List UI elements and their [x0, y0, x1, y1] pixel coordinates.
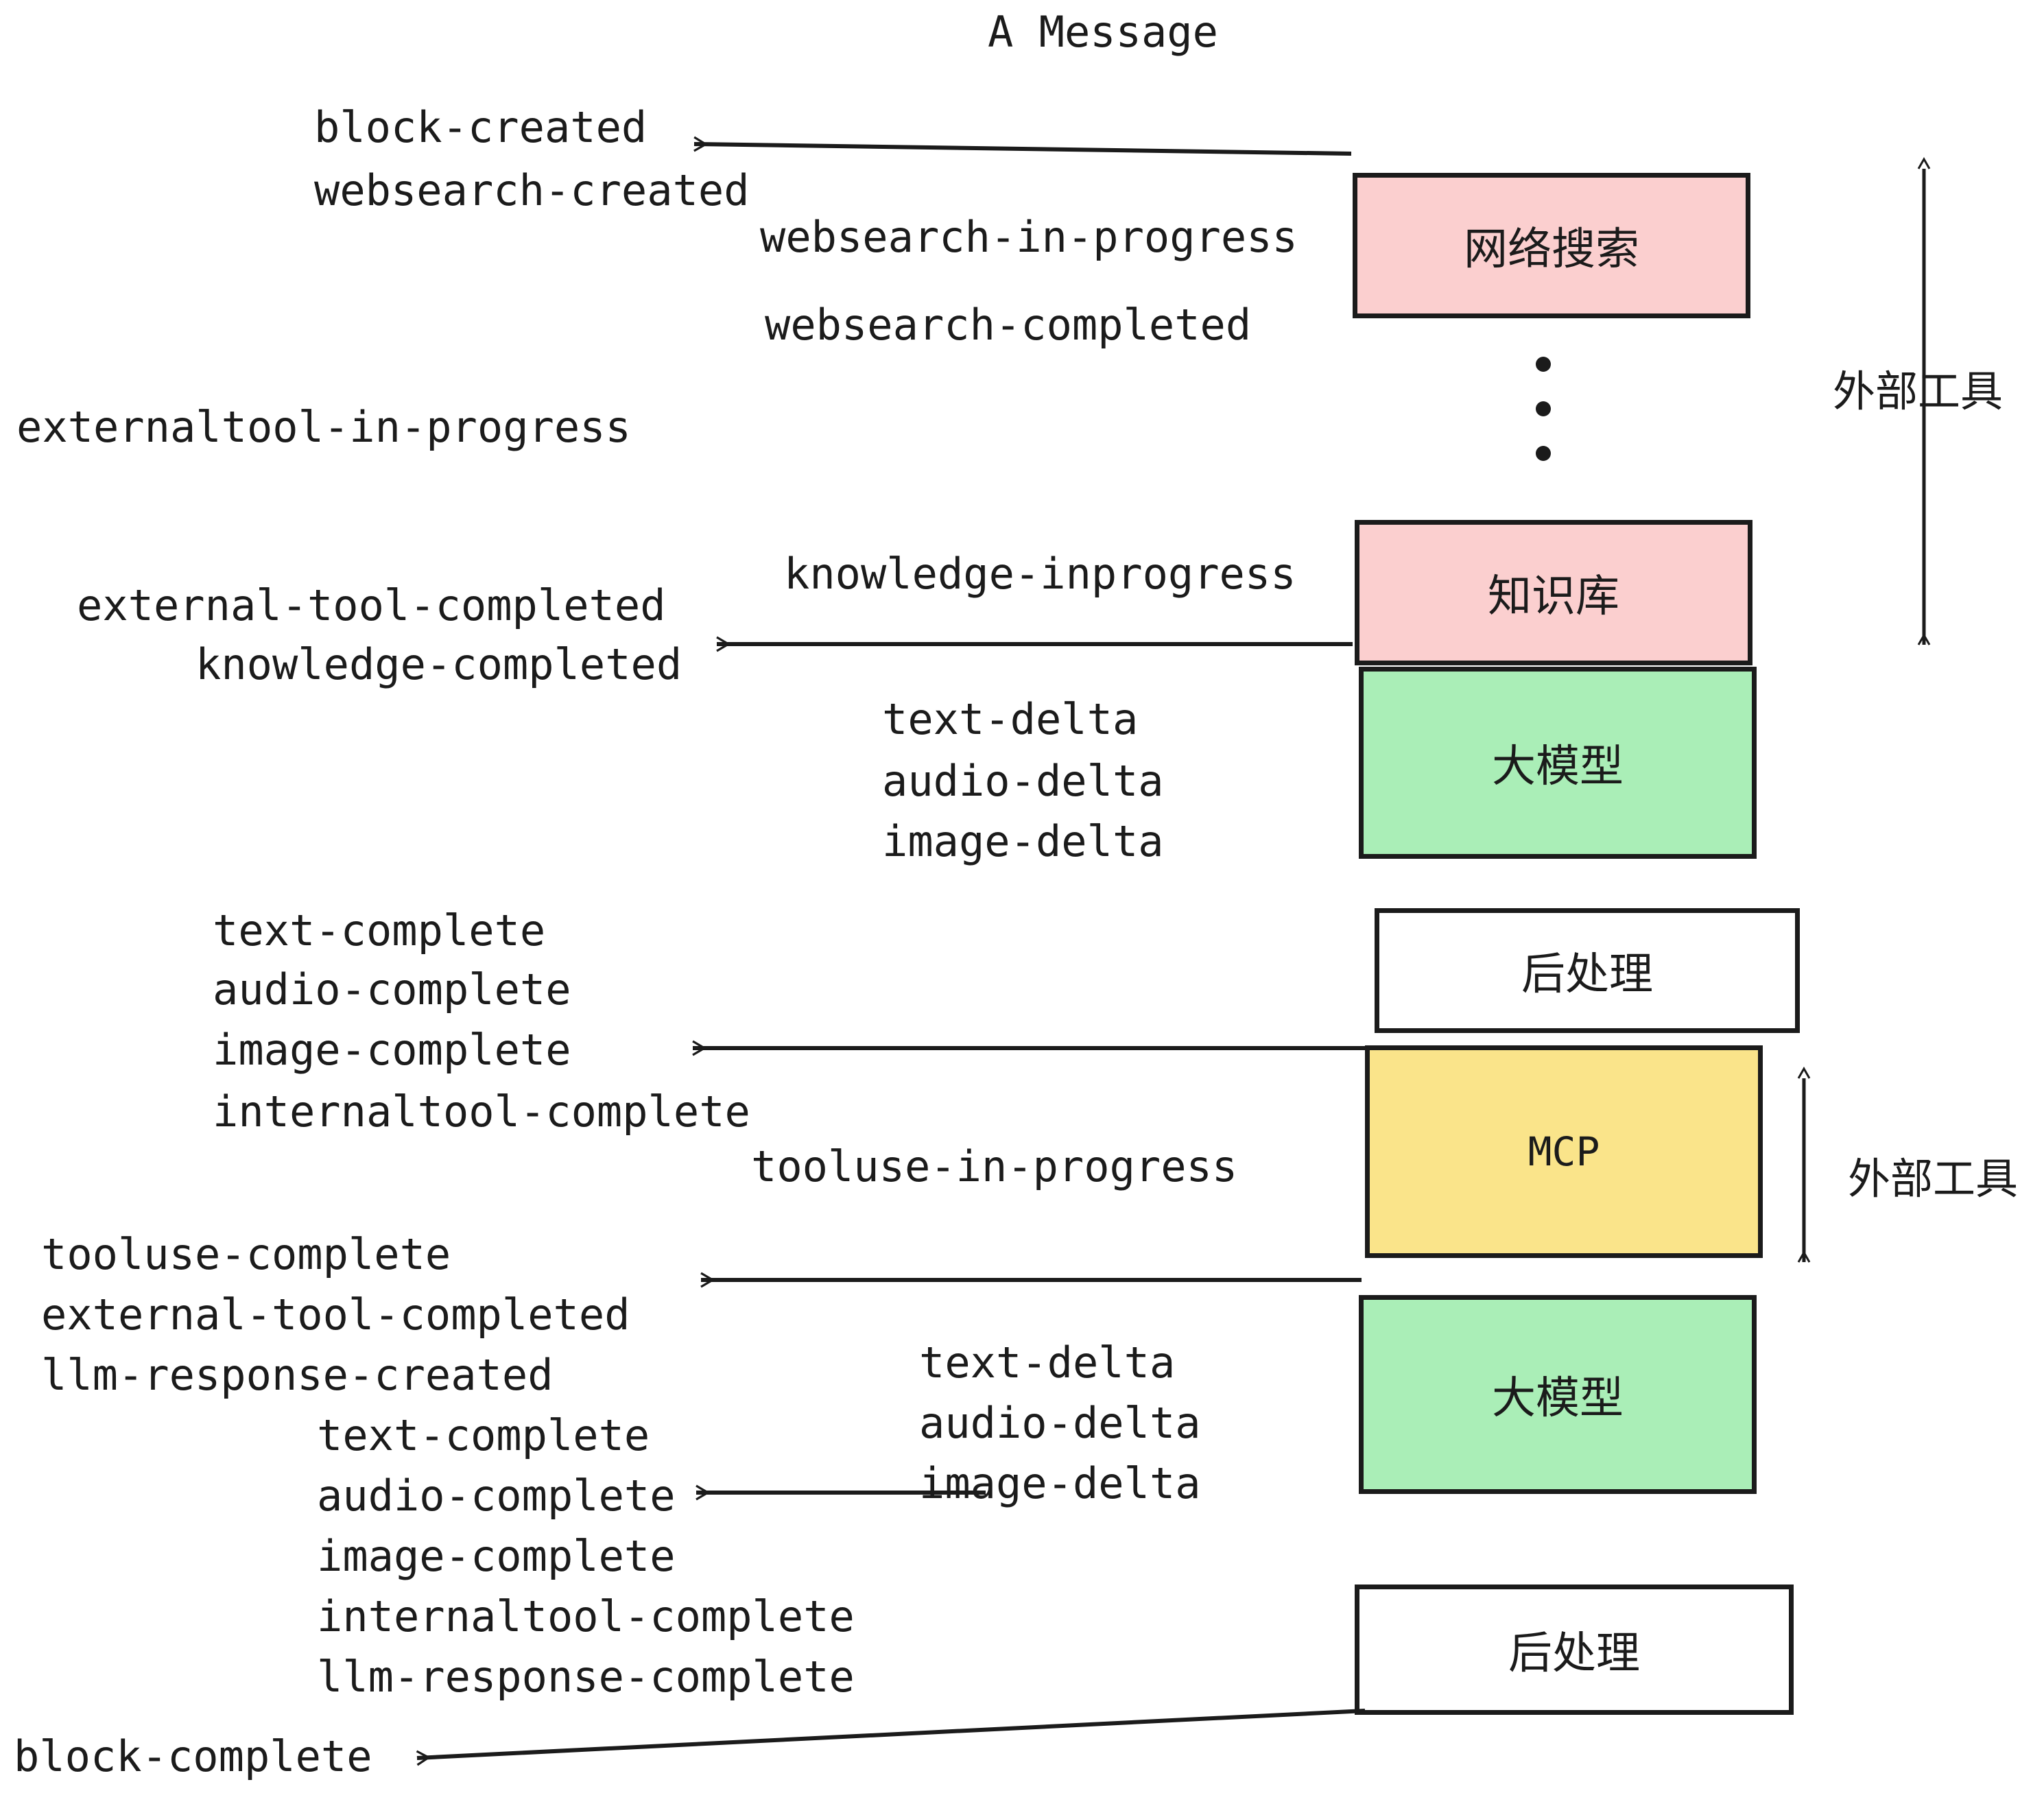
range-arrows: [1804, 169, 1924, 1262]
range-label-external-tools-top: 外部工具: [1833, 366, 2004, 416]
event-label-external-tool-completed-2: external-tool-completed: [41, 1290, 630, 1340]
event-label-text-complete-1: text-complete: [213, 905, 546, 956]
ellipsis-dot: [1536, 357, 1551, 372]
node-box-websearch[interactable]: 网络搜索: [1353, 173, 1750, 318]
event-label-audio-delta-2: audio-delta: [919, 1398, 1201, 1448]
event-label-text-delta-1: text-delta: [882, 694, 1139, 744]
ellipsis-dot: [1536, 401, 1551, 416]
node-box-label: MCP: [1528, 1128, 1600, 1175]
arrow-block-created: [694, 144, 1352, 156]
event-label-audio-complete-1: audio-complete: [213, 964, 571, 1014]
event-label-block-complete: block-complete: [14, 1731, 372, 1781]
event-label-externaltool-in-progress: externaltool-in-progress: [16, 402, 631, 452]
page-title: A Message: [988, 7, 1218, 57]
node-box-label: 大模型: [1492, 741, 1624, 792]
ellipsis-dots: [1536, 357, 1551, 461]
event-label-image-delta-1: image-delta: [882, 816, 1164, 866]
event-label-external-tool-completed-1: external-tool-completed: [77, 580, 666, 630]
event-label-llm-response-created: llm-response-created: [41, 1350, 554, 1400]
node-box-post-top[interactable]: 后处理: [1375, 908, 1800, 1033]
node-box-post-bottom[interactable]: 后处理: [1355, 1585, 1794, 1715]
event-label-websearch-in-progress: websearch-in-progress: [760, 212, 1298, 262]
node-box-mcp[interactable]: MCP: [1365, 1045, 1763, 1258]
node-box-label: 知识库: [1488, 571, 1619, 622]
ellipsis-dot: [1536, 446, 1551, 461]
event-label-websearch-created: websearch-created: [314, 165, 750, 215]
event-label-tooluse-in-progress: tooluse-in-progress: [751, 1141, 1238, 1191]
event-label-audio-complete-2: audio-complete: [317, 1471, 676, 1521]
event-label-tooluse-complete: tooluse-complete: [41, 1229, 451, 1279]
node-box-knowledge[interactable]: 知识库: [1355, 520, 1752, 665]
node-box-label: 网络搜索: [1464, 224, 1639, 275]
event-label-image-delta-2: image-delta: [919, 1458, 1201, 1508]
range-label-external-tools-bottom: 外部工具: [1848, 1154, 2019, 1204]
event-label-block-created: block-created: [314, 102, 647, 152]
event-label-internaltool-complete-2: internaltool-complete: [317, 1591, 855, 1641]
event-label-audio-delta-1: audio-delta: [882, 756, 1164, 806]
node-box-label: 后处理: [1521, 949, 1653, 1000]
event-label-text-delta-2: text-delta: [919, 1338, 1176, 1388]
event-label-image-complete-2: image-complete: [317, 1531, 676, 1581]
event-label-image-complete-1: image-complete: [213, 1025, 571, 1075]
node-box-llm-top[interactable]: 大模型: [1359, 667, 1757, 859]
node-box-label: 后处理: [1508, 1628, 1640, 1679]
event-label-knowledge-completed: knowledge-completed: [195, 639, 682, 689]
event-label-knowledge-inprogress: knowledge-inprogress: [784, 549, 1296, 599]
event-label-llm-response-complete: llm-response-complete: [317, 1652, 855, 1702]
node-box-label: 大模型: [1492, 1373, 1624, 1424]
event-label-websearch-completed: websearch-completed: [765, 300, 1252, 350]
arrow-block-complete: [417, 1709, 1366, 1758]
event-label-internaltool-complete-1: internaltool-complete: [213, 1087, 750, 1137]
event-label-text-complete-2: text-complete: [317, 1410, 650, 1460]
node-box-llm-bottom[interactable]: 大模型: [1359, 1295, 1757, 1494]
